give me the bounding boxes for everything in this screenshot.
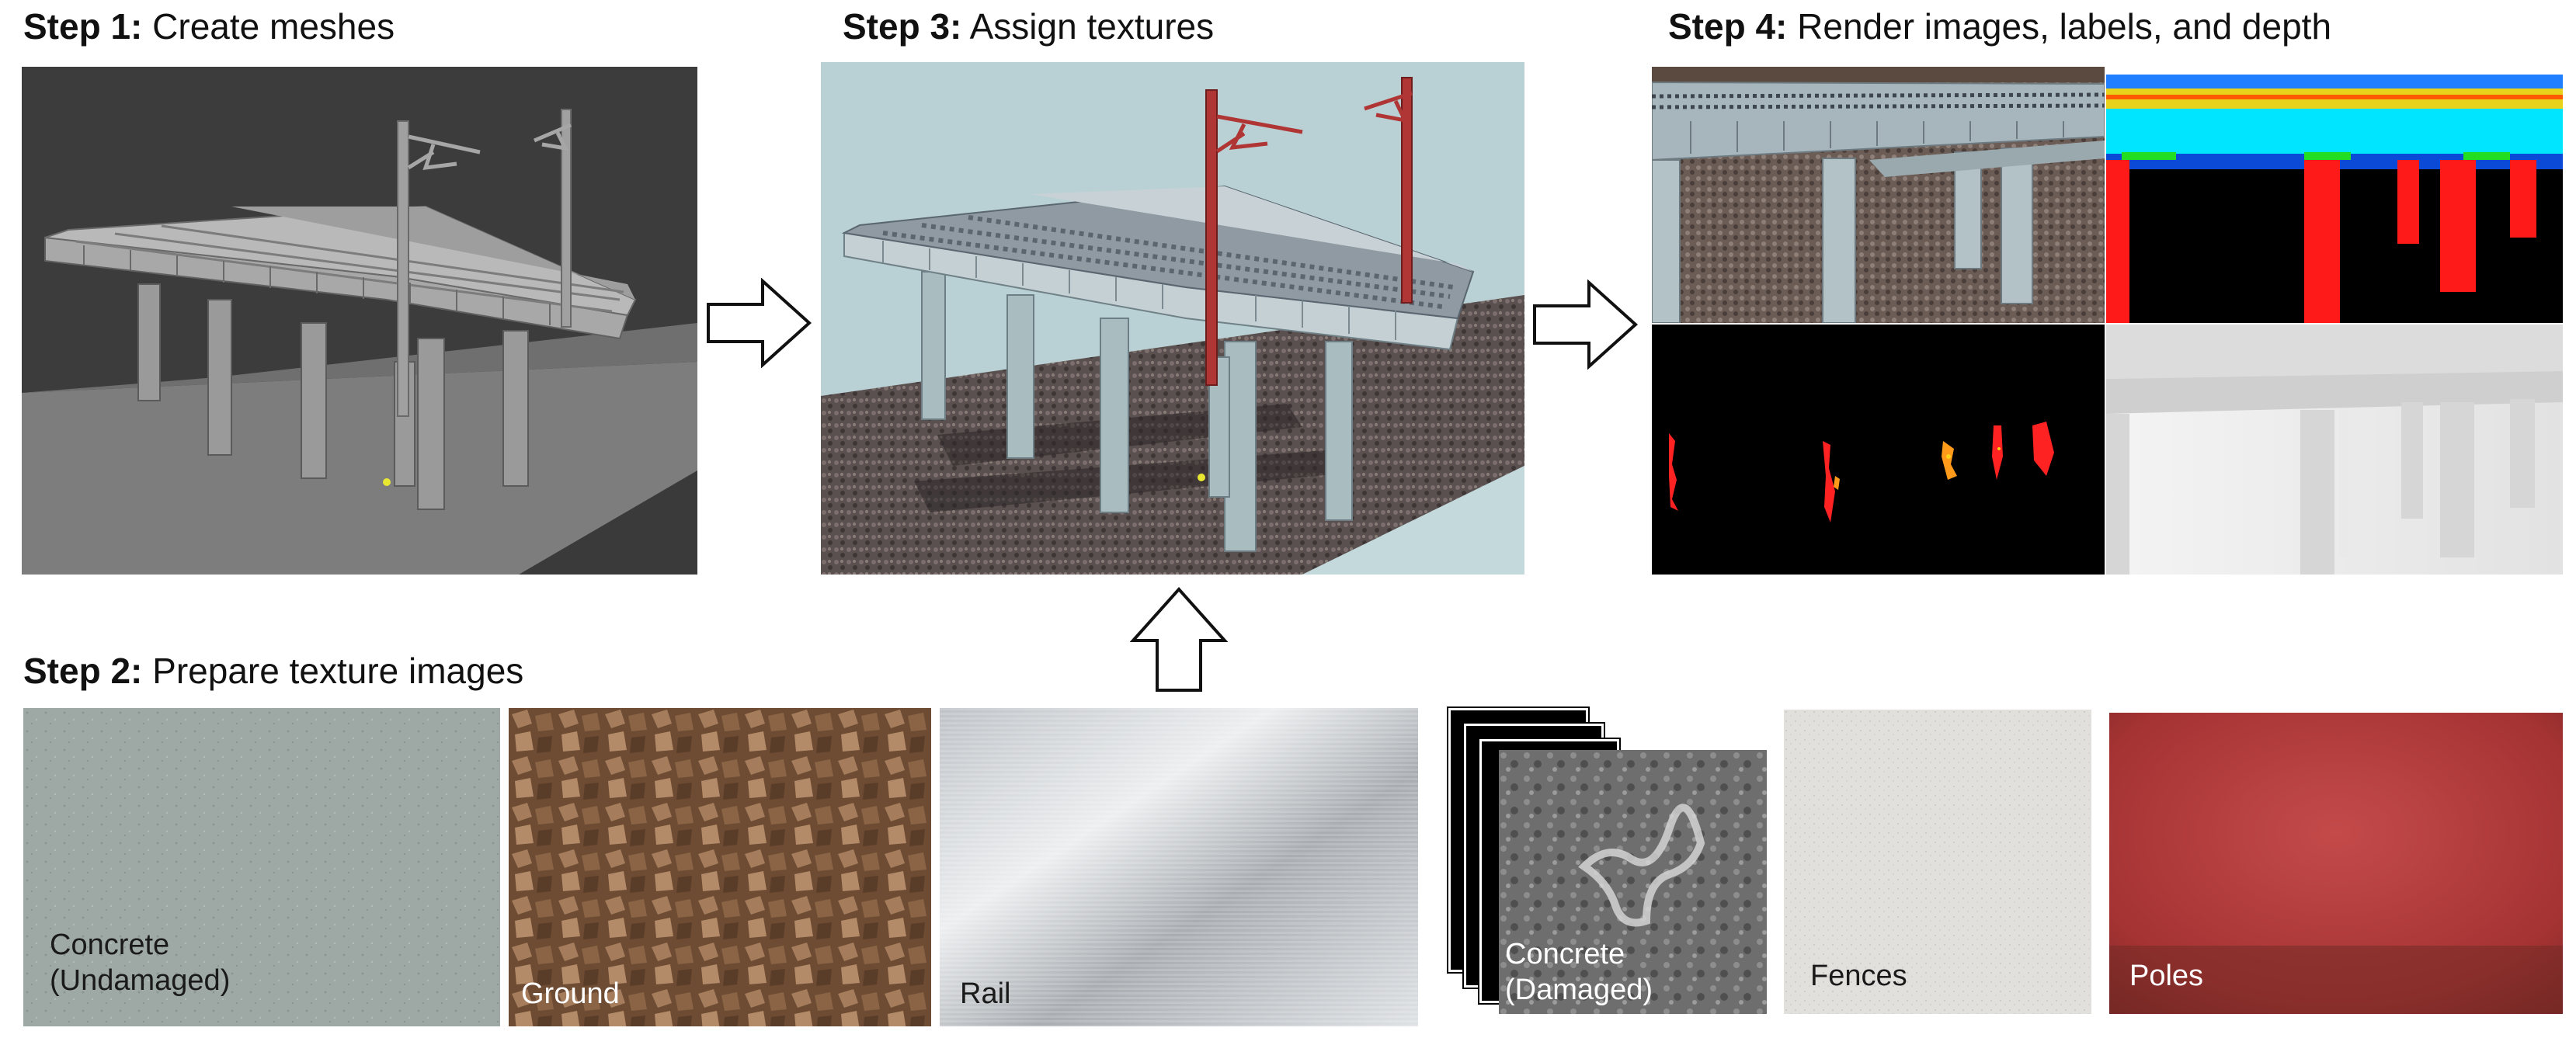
step3-title: Step 3: Assign textures — [843, 5, 1214, 48]
render-damage-graphic — [1652, 325, 2105, 575]
arrow-right-2-icon — [1533, 279, 1638, 370]
label-ground: Ground — [521, 977, 620, 1010]
label-concrete-undamaged: Concrete (Undamaged) — [50, 929, 231, 997]
step2-text: Prepare texture images — [152, 651, 524, 691]
rail-swatch — [940, 708, 1418, 1026]
render-labels-graphic — [2106, 67, 2563, 323]
textured-viewport — [821, 62, 1524, 575]
step4-title: Step 4: Render images, labels, and depth — [1668, 5, 2331, 48]
label-poles: Poles — [2129, 960, 2204, 992]
step3-label: Step 3: — [843, 6, 962, 47]
poles-swatch — [2109, 713, 2563, 1014]
texture-poles: Poles — [2109, 713, 2563, 1014]
render-rgb-graphic — [1652, 67, 2105, 323]
texture-concrete-undamaged: Concrete (Undamaged) — [23, 708, 500, 1026]
texture-ground: Ground — [509, 708, 931, 1026]
render-depth-graphic — [2106, 325, 2563, 575]
step2-label: Step 2: — [23, 651, 143, 691]
label-fences: Fences — [1810, 960, 1907, 992]
step1-label: Step 1: — [23, 6, 143, 47]
texture-rail: Rail — [940, 708, 1418, 1026]
concrete-undamaged-swatch — [23, 708, 500, 1026]
render-labels — [2106, 67, 2563, 323]
textured-viewport-graphic — [821, 62, 1524, 575]
ground-swatch — [509, 708, 931, 1026]
label-rail: Rail — [960, 977, 1011, 1010]
render-depth — [2106, 325, 2563, 575]
texture-concrete-damaged: Concrete (Damaged) — [1499, 750, 1767, 1014]
mesh-viewport-graphic — [22, 67, 697, 575]
arrow-right-1-icon — [707, 278, 812, 368]
fences-swatch — [1784, 710, 2091, 1014]
label-concrete-damaged: Concrete (Damaged) — [1505, 938, 1653, 1006]
arrow-up-icon — [1130, 586, 1228, 692]
step1-title: Step 1: Create meshes — [23, 5, 395, 48]
step4-text: Render images, labels, and depth — [1797, 6, 2332, 47]
render-rgb — [1652, 67, 2105, 323]
step4-label: Step 4: — [1668, 6, 1788, 47]
step3-text: Assign textures — [969, 6, 1215, 47]
mesh-viewport — [22, 67, 697, 575]
texture-fences: Fences — [1784, 710, 2091, 1014]
step2-title: Step 2: Prepare texture images — [23, 649, 523, 693]
render-damage — [1652, 325, 2105, 575]
concrete-damaged-swatch — [1499, 750, 1767, 1014]
step1-text: Create meshes — [152, 6, 395, 47]
